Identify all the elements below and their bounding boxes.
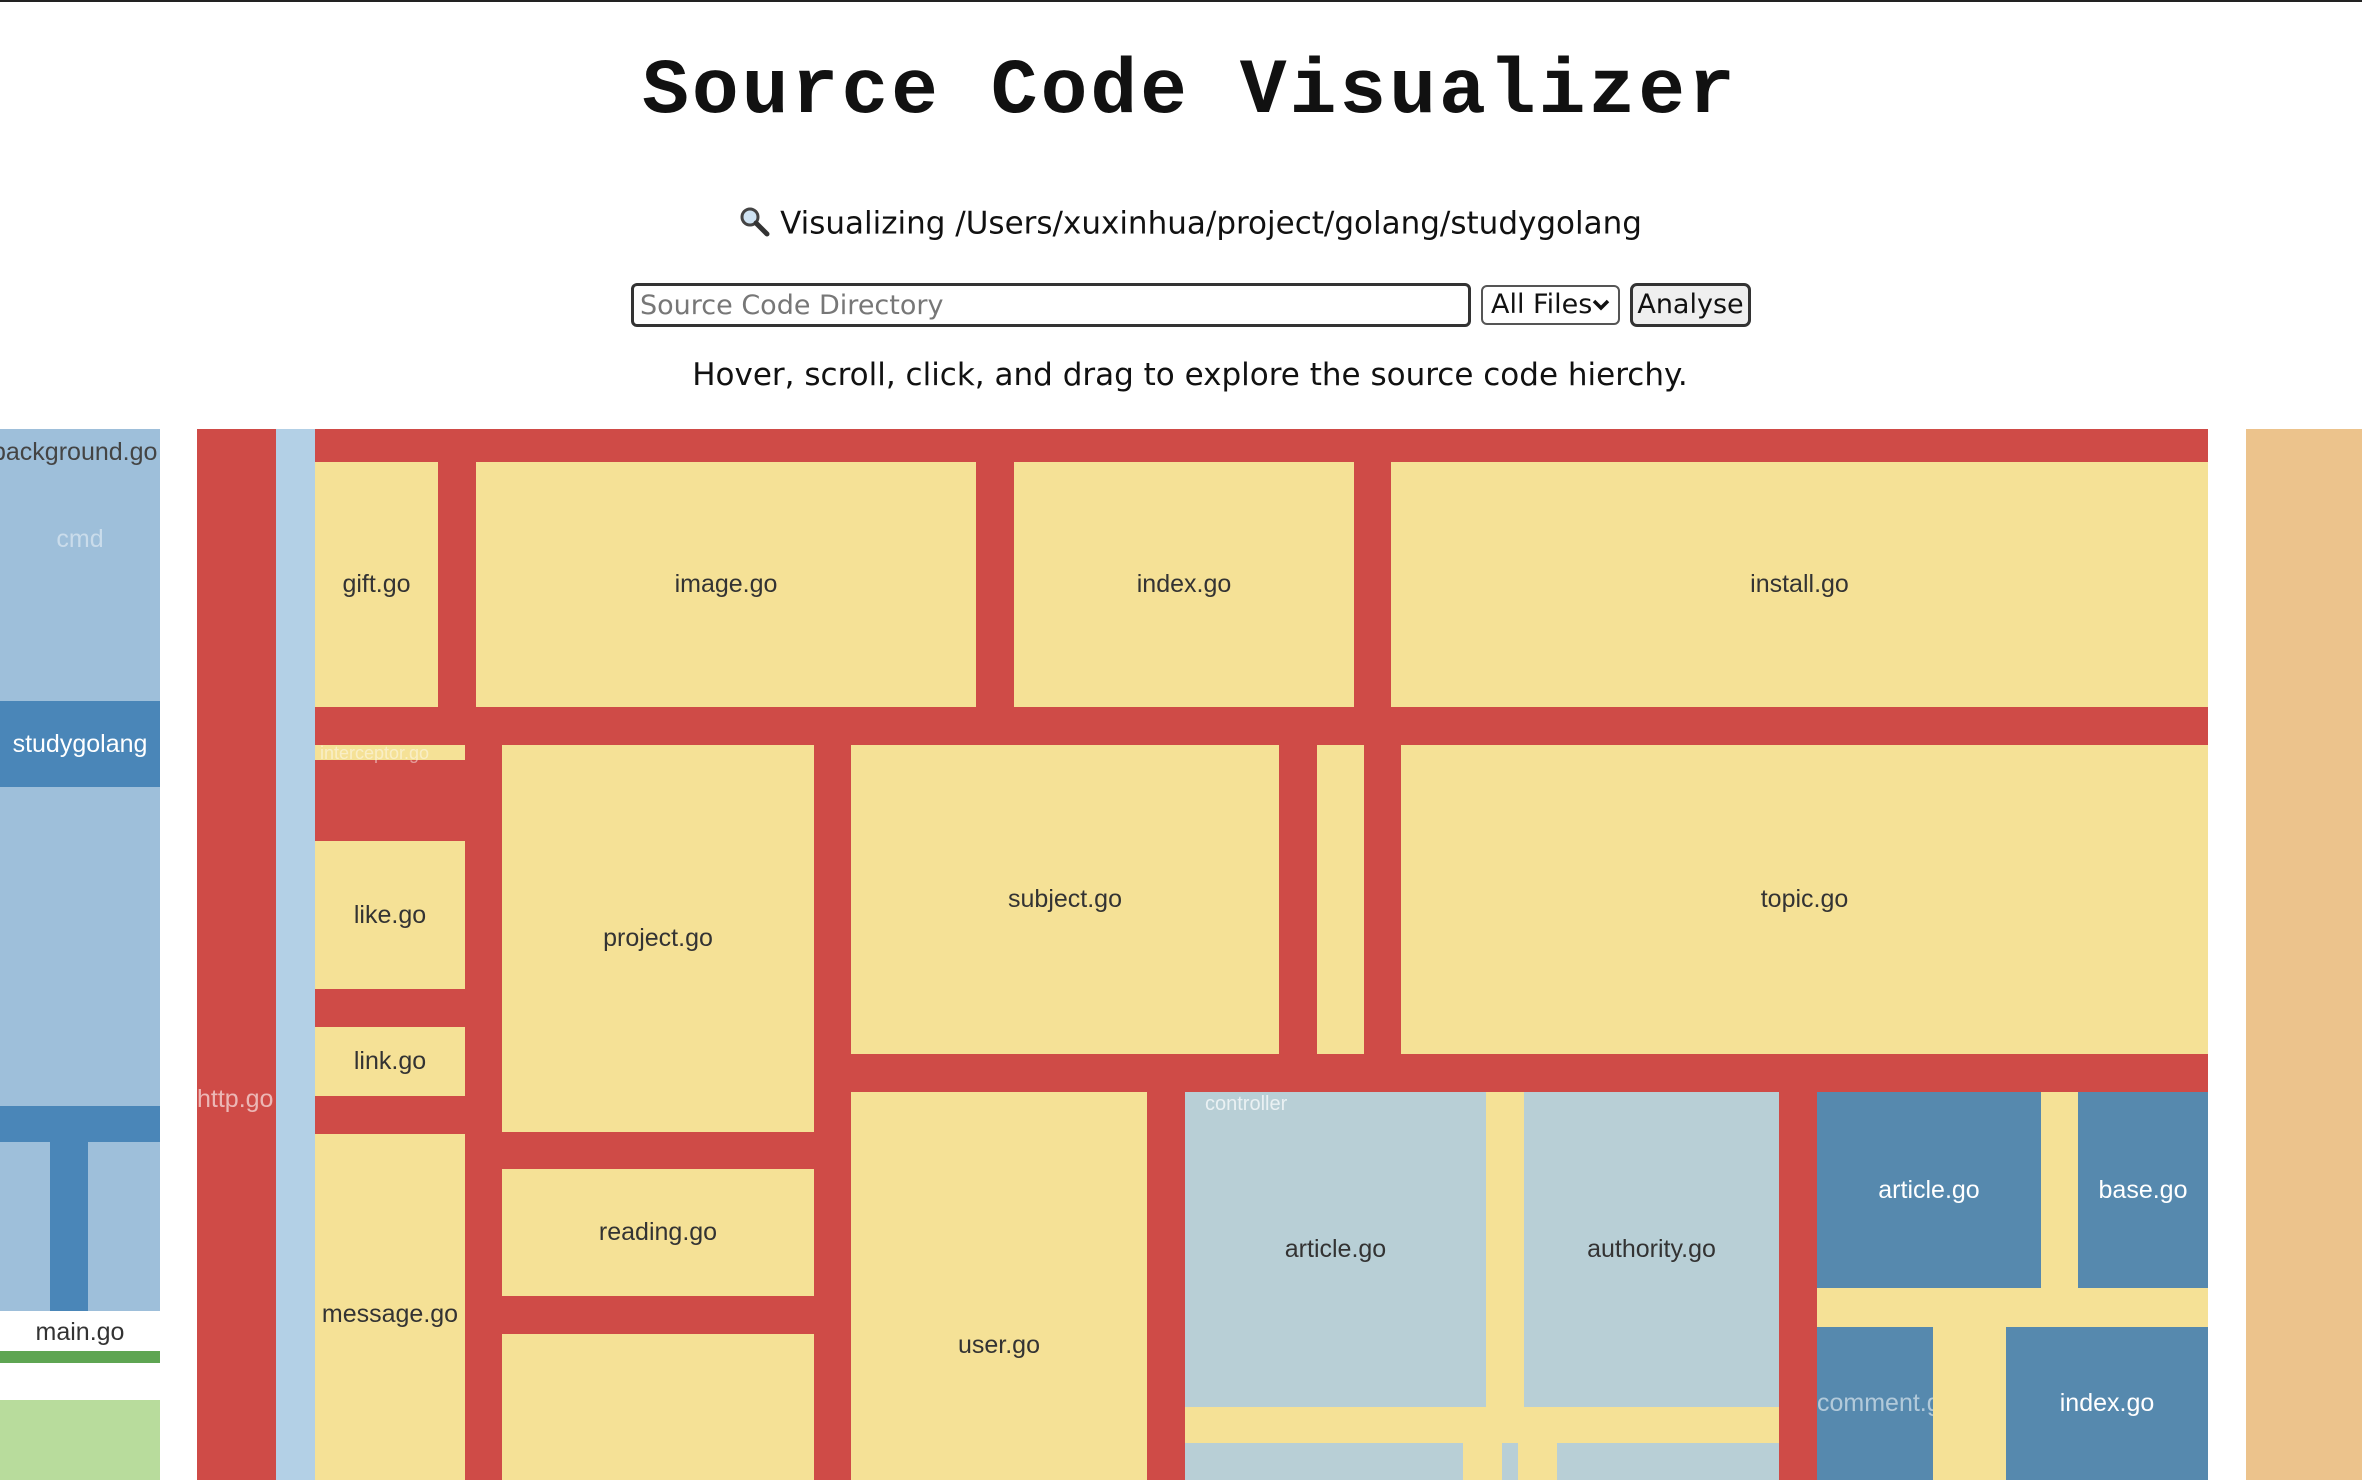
treemap-label-comment: comment.go	[1817, 1389, 1933, 1417]
treemap-label-user: user.go	[957, 1330, 1040, 1359]
treemap-label-image: image.go	[674, 570, 778, 598]
treemap-file-gift[interactable]	[315, 462, 438, 707]
treemap-label-main: main.go	[35, 1317, 125, 1346]
treemap-label-authority: authority.go	[1587, 1235, 1716, 1263]
treemap-label-background: background.go	[0, 437, 158, 466]
treemap-label-faint-controller: controller	[1205, 1092, 1288, 1115]
treemap-label-gift: gift.go	[342, 570, 411, 598]
treemap-file-reading[interactable]	[502, 1169, 814, 1296]
treemap-label-message: message.go	[321, 1299, 459, 1328]
treemap-file-index[interactable]	[1014, 462, 1354, 707]
treemap-file-link[interactable]	[315, 1027, 465, 1096]
treemap-file-like[interactable]	[315, 841, 465, 989]
treemap-file-blue-article[interactable]	[1817, 1092, 2041, 1288]
treemap-file-project[interactable]	[502, 745, 814, 1132]
treemap-label-faint-cmd: cmd	[56, 524, 104, 553]
treemap-node-studygolang[interactable]	[0, 701, 160, 787]
treemap-label-index: index.go	[1136, 570, 1232, 598]
magnifier-icon	[738, 205, 770, 245]
treemap-file-topic[interactable]	[1401, 745, 2208, 1054]
treemap-label-blue-index: index.go	[2059, 1389, 2155, 1417]
treemap-file-message[interactable]	[315, 1134, 465, 1480]
treemap-file-unnamed[interactable]	[502, 1334, 814, 1480]
file-filter-select[interactable]: All Files	[1481, 285, 1620, 325]
treemap-label-base: base.go	[2098, 1175, 2188, 1204]
treemap-label-install: install.go	[1750, 570, 1849, 598]
treemap-label-link: link.go	[353, 1047, 427, 1075]
treemap-file-blue-index[interactable]	[2006, 1327, 2208, 1480]
file-filter-value: All Files	[1491, 289, 1593, 320]
source-directory-input[interactable]	[631, 283, 1471, 327]
treemap-label-faint-interceptor: interceptor.go	[320, 743, 430, 763]
treemap-file-small-strip[interactable]	[315, 745, 465, 760]
treemap-node-bar-vertical[interactable]	[50, 1142, 88, 1311]
treemap-node-light-green[interactable]	[0, 1400, 160, 1480]
treemap-label-blue-article: article.go	[1878, 1175, 1980, 1204]
visualizing-status: Visualizing /Users/xuxinhua/project/gola…	[0, 205, 2362, 245]
instructions-text: Hover, scroll, click, and drag to explor…	[692, 357, 1688, 393]
treemap-file-install[interactable]	[1391, 462, 2208, 707]
treemap-node-green-strip[interactable]	[0, 1351, 160, 1363]
treemap-label-like: like.go	[353, 900, 427, 929]
treemap-file-base[interactable]	[2078, 1092, 2208, 1288]
page-title: Source Code Visualizer	[642, 48, 1738, 136]
treemap-file-bottom-a[interactable]	[1185, 1443, 1463, 1480]
treemap-node-bar-horizontal[interactable]	[0, 1106, 160, 1142]
visualizing-path: Visualizing /Users/xuxinhua/project/gola…	[780, 205, 1642, 242]
treemap-file-comment[interactable]	[1817, 1327, 1933, 1480]
treemap-file-bottom-c[interactable]	[1557, 1443, 1779, 1480]
treemap-file-narrow[interactable]	[1317, 745, 1364, 1054]
treemap-label-admin-article: article.go	[1284, 1235, 1387, 1263]
right-panel[interactable]	[2246, 429, 2362, 1480]
treemap-label-topic: topic.go	[1760, 885, 1849, 913]
treemap-label-reading: reading.go	[598, 1218, 718, 1246]
top-border	[0, 0, 2362, 2]
treemap-file-admin-article[interactable]	[1185, 1092, 1486, 1407]
analyse-button[interactable]: Analyse	[1630, 283, 1751, 327]
treemap-label-subject: subject.go	[1008, 885, 1122, 913]
treemap-view[interactable]: background.go cmd studygolang main.go ht…	[0, 429, 2362, 1480]
treemap-label-http: http.go	[197, 1084, 274, 1113]
treemap-file-authority[interactable]	[1524, 1092, 1779, 1407]
treemap-label-studygolang: studygolang	[12, 729, 148, 758]
treemap-file-image[interactable]	[476, 462, 976, 707]
chevron-down-icon	[1590, 287, 1612, 333]
treemap-file-user[interactable]	[851, 1092, 1147, 1480]
treemap-label-project: project.go	[603, 924, 713, 952]
treemap-file-bottom-b[interactable]	[1502, 1443, 1518, 1480]
treemap-node-blue-strip[interactable]	[276, 429, 315, 1480]
treemap-file-subject[interactable]	[851, 745, 1279, 1054]
